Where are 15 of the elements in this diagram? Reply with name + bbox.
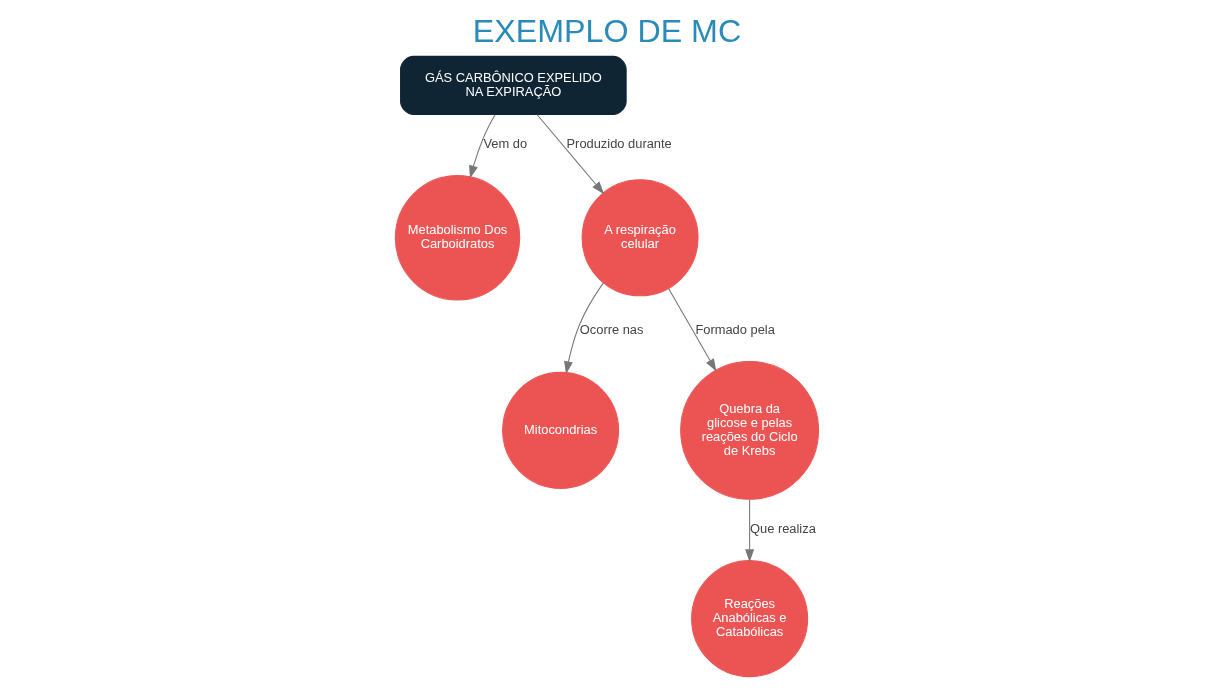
node-circle: Reações Anabólicas e Catabólicas (690, 560, 808, 678)
arrow (667, 287, 716, 372)
node-circle: Metabolismo Dos Carboidratos (394, 175, 520, 301)
arrow (468, 114, 496, 179)
edge-label: Ocorre nas (579, 321, 643, 337)
edge-label: Produzido durante (566, 136, 672, 152)
arrow (536, 114, 604, 195)
edge-label: Vem do (482, 136, 527, 152)
diagram-title: EXEMPLO DE MC (472, 13, 741, 50)
arrow (563, 282, 604, 375)
arrow (744, 499, 754, 563)
edge-label: Que realiza (749, 521, 816, 537)
edge-label: Formado pela (694, 321, 775, 337)
node-box: GÁS CARBÔNICO EXPELIDO NA EXPIRAÇÃO (399, 55, 627, 115)
node-circle: Mitocondrias (501, 371, 619, 489)
